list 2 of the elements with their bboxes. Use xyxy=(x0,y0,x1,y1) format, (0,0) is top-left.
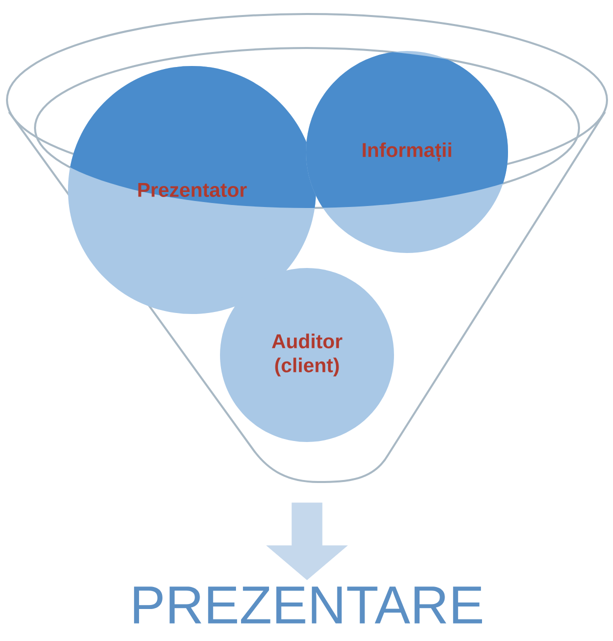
title-text: PREZENTARE xyxy=(134,586,482,624)
block-arrow xyxy=(266,502,348,580)
